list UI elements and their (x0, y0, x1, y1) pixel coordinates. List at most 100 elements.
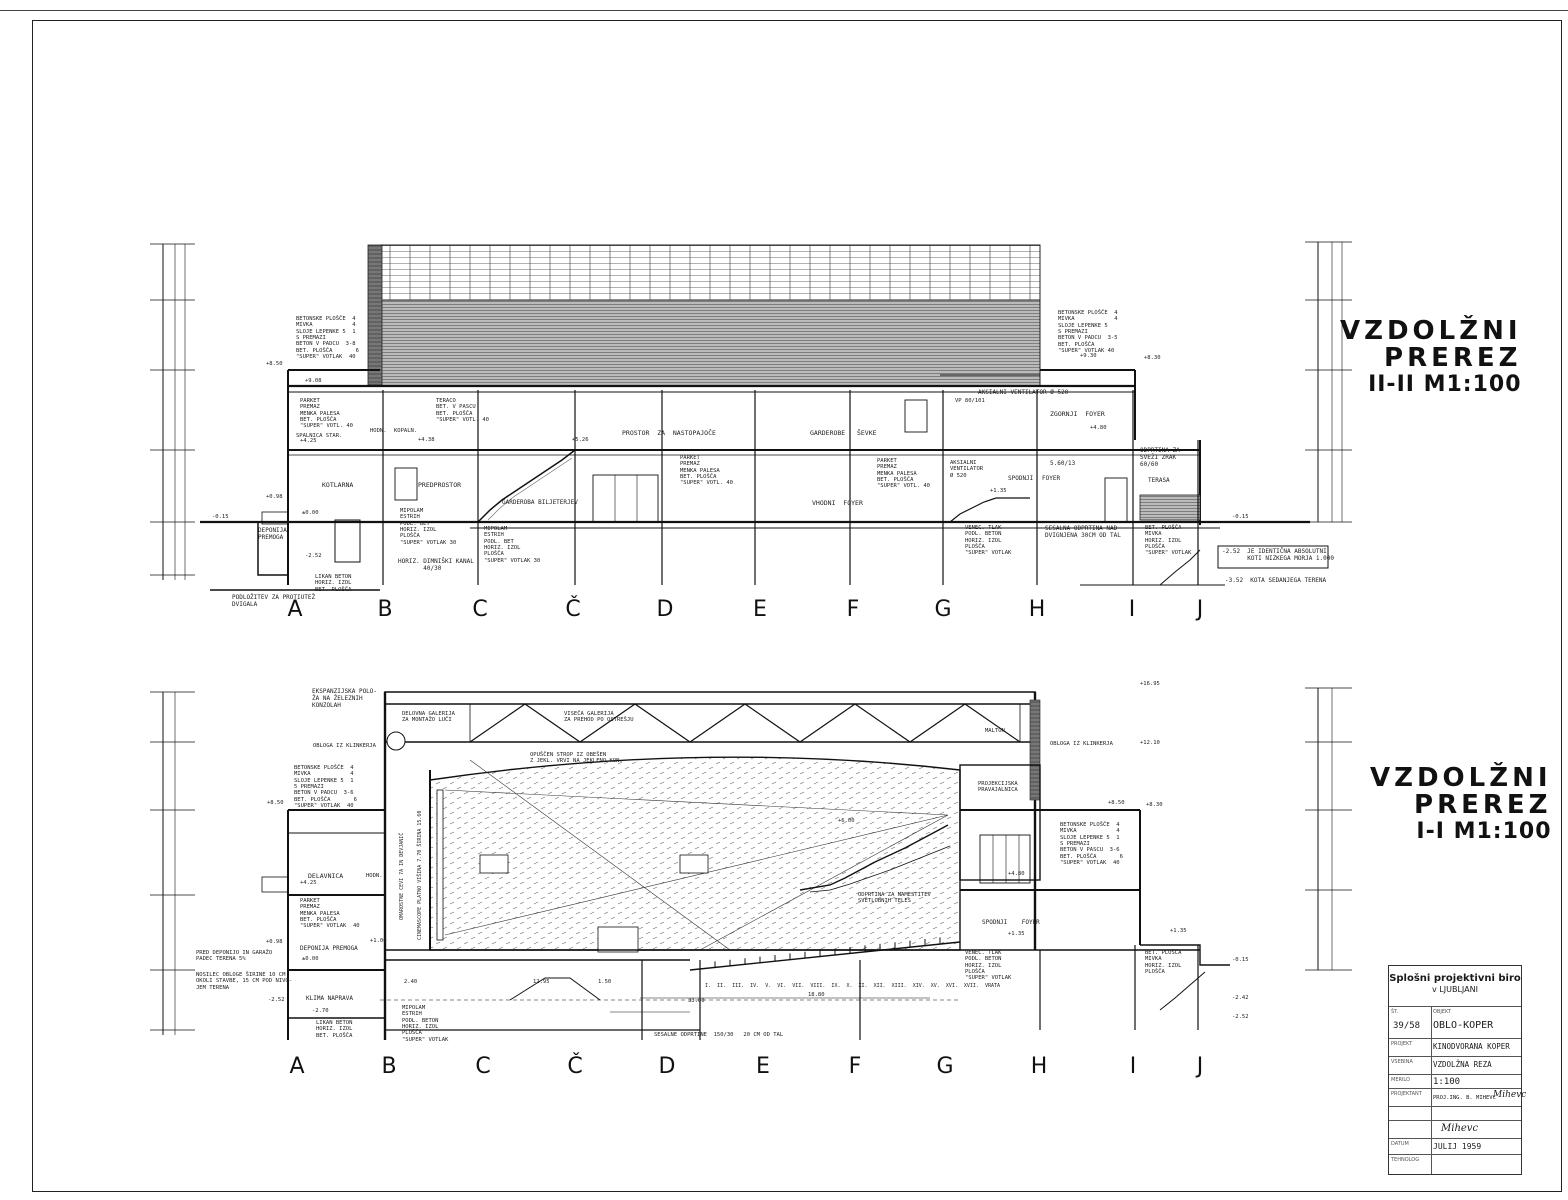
label-sesalna: SESALNA ODPRTINA NAD DVIGNJENA 30CM OD T… (1045, 525, 1121, 539)
stamp-content: VZDOLŽNA REZA (1433, 1060, 1492, 1069)
section-i-i (150, 687, 1352, 1040)
top-grid-axis-10: I (1128, 597, 1136, 622)
bottom-grid-axis-6: E (756, 1054, 770, 1079)
label-odprtina: ODPRTINA ZA SVEŽI ZRAK 60/60 (1140, 447, 1180, 468)
dim-2-40: 2.40 (404, 979, 418, 985)
level-b-098: +0.98 (266, 939, 283, 945)
level-top-m252: -2.52 (305, 553, 322, 559)
stamp-row-sign: Mihevc (1389, 1120, 1521, 1139)
label-parket-right: PARKET PREMAZ MENKA PALESA BET. PLOŠČA "… (877, 458, 930, 490)
bottom-grid-axis-1: A (289, 1054, 305, 1079)
bottom-grid-axis-5: D (658, 1054, 676, 1079)
label-delovna: DELOVNA GALERIJA ZA MONTAŽO LUČI (402, 711, 455, 724)
stamp-city: v LJUBLJANI (1432, 985, 1478, 994)
label-roof-layers-bottom: BETONSKE PLOŠČE 4 MIVKA 4 SLOJE LEPENKE … (294, 765, 357, 809)
level-b-m252: -2.52 (268, 997, 285, 1003)
level-b-m015: -0.15 (1232, 957, 1249, 963)
level-b-600: +6.00 (838, 818, 855, 824)
label-mipolam-mid: MIPOLAM ESTRIH PODL. BET HORIZ. IZOL PLO… (484, 526, 541, 564)
level-b-100: +1.00 (370, 938, 387, 944)
stamp-scale-label: MERILO (1391, 1077, 1410, 1083)
label-spodnji: SPODNJI (1008, 475, 1034, 482)
level-top-908: +9.08 (305, 378, 322, 384)
label-parket-top: PARKET PREMAZ MENKA PALESA BET. PLOŠČA "… (300, 398, 353, 430)
label-parket-bottom: PARKET PREMAZ MENKA PALESA BET. PLOŠČA "… (300, 898, 360, 930)
top-title-scale: II-II M1:100 (1368, 371, 1522, 397)
label-prostor: PROSTOR ZA NASTOPAJOČE (622, 429, 716, 437)
level-b-135: +1.35 (1008, 931, 1025, 937)
label-odprtina-svet: ODPRTINA ZA NAMESTITEV SVETLOBNIH TELES (858, 892, 931, 905)
stamp-row-scale: MERILO 1:100 (1389, 1074, 1521, 1089)
label-terasa: TERASA (1148, 477, 1170, 484)
top-grid-axis-2: B (377, 597, 393, 622)
bottom-grid-axis-4: Č (567, 1054, 583, 1079)
label-zvocniki: OMAROSTNE CEVI 7A IN DEVJANIČ (399, 832, 405, 920)
label-predprostor: PREDPROSTOR (418, 481, 462, 489)
label-hodnik-top: HODN. (370, 428, 387, 434)
label-liken-bottom: LIKAN BETON HORIZ. IZOL BET. PLOŠČA (316, 1020, 353, 1039)
level-top-480: +4.80 (1090, 425, 1107, 431)
label-parket-mid: PARKET PREMAZ MENKA PALESA BET. PLOŠČA "… (680, 455, 733, 487)
level-b-830: +8.30 (1146, 802, 1163, 808)
level-top-930: +9.30 (1080, 353, 1097, 359)
label-pred-deponijo: PRED DEPONIJO IN GARAŽO PADEC TERENA 5% (196, 950, 273, 963)
label-seat-rows: I. II. III. IV. V. VI. VII. VIII. IX. X.… (705, 983, 1001, 989)
label-projekcijska: PROJEKCIJSKA PRAVAJALNICA (978, 781, 1018, 794)
dim-12-95: 12.95 (533, 979, 550, 985)
label-malton: MALTON (985, 728, 1005, 734)
top-grid-axis-3: C (472, 597, 488, 622)
bottom-title-scale: I-I M1:100 (1416, 818, 1552, 844)
stamp-project: KINODVORANA KOPER (1433, 1042, 1510, 1051)
label-foyer: FOYER (1042, 475, 1061, 482)
label-venec-bottom: VENEC. TLAK PODL. BETON HORIZ. IZOL PLOŠ… (965, 950, 1012, 982)
bottom-grid-axis-8: G (936, 1054, 954, 1079)
stamp-row-author: PROJEKTANT PROJ.ING. B. MIHEVC Mihevc (1389, 1088, 1526, 1107)
label-nosilec: NOSILEC OBLOGE ŠIRINE 10 CM OKOLI STAVBE… (196, 972, 293, 991)
stamp-office: Splošni projektivni biro (1389, 973, 1521, 984)
level-b-m242: -2.42 (1232, 995, 1249, 1001)
label-opuscen: OPUŠČEN STROP IZ OBEŠEN Z JEKL. VRVI NA … (530, 752, 623, 765)
stamp-date: JULIJ 1959 (1433, 1142, 1482, 1151)
label-roof-layers-bottom-r: BETONSKE PLOŠČE 4 MIVKA 4 SLOJE LEPENKE … (1060, 822, 1123, 866)
stamp-signature-2: Mihevc (1441, 1123, 1479, 1134)
stamp-row-content: VSEBINA VZDOLŽNA REZA (1389, 1056, 1521, 1075)
level-top-425: +4.25 (300, 438, 317, 444)
top-grid-axis-6: E (753, 597, 767, 622)
section-ii-ii (150, 241, 1352, 591)
level-b-000: ±0.00 (302, 956, 319, 962)
bottom-grid-axis-2: B (381, 1054, 397, 1079)
stamp-author: PROJ.ING. B. MIHEVC (1433, 1095, 1496, 1101)
label-roof-layers-right: BETONSKE PLOŠČE 4 MIVKA 4 SLOJE LEPENKE … (1058, 310, 1118, 354)
dim-1-50: 1.50 (598, 979, 612, 985)
top-grid-axis-8: G (934, 597, 952, 622)
stamp-row-blank1 (1389, 1106, 1521, 1121)
bottom-title-line1: VZDOLŽNI (1370, 763, 1552, 793)
stamp-row-date: DATUM JULIJ 1959 (1389, 1138, 1521, 1155)
sheet-trim-line (0, 10, 1568, 11)
label-vhodni-foyer: VHODNI FOYER (812, 499, 863, 507)
stamp-content-label: VSEBINA (1391, 1059, 1413, 1065)
label-mipolam-top: MIPOLAM ESTRIH PODL. BET HORIZ. IZOL PLO… (400, 508, 457, 546)
stamp-number-label: ŠT. (1391, 1009, 1399, 1015)
label-garderobe: GARDEROBE ŠEVKE (810, 429, 877, 437)
label-venec-top: VENEC. TLAK PODL. BETON HORIZ. IZOL PLOŠ… (965, 525, 1012, 557)
label-hodnik-bottom: HODN. (366, 873, 383, 879)
bottom-grid-axis-3: C (475, 1054, 491, 1079)
top-grid-axis-9: H (1028, 597, 1046, 622)
level-top-m015: -0.15 (212, 514, 229, 520)
level-top-135: +1.35 (990, 488, 1007, 494)
top-title-line2: PREREZ (1384, 343, 1522, 374)
label-roof-layers-left: BETONSKE PLOŠČE 4 MIVKA 4 SLOJE LEPENKE … (296, 316, 359, 360)
level-b-480: +4.80 (1008, 871, 1025, 877)
top-title-line1: VZDOLŽNI (1340, 316, 1522, 346)
bottom-title-line2: PREREZ (1414, 790, 1552, 821)
top-grid-axis-5: D (656, 597, 674, 622)
label-vp: VP 80/101 (955, 398, 985, 404)
stamp-number: 39/58 (1393, 1021, 1421, 1031)
level-b-850: +8.50 (267, 800, 284, 806)
label-sesalne: SESALNE ODPRTINE 150/30 20 CM OD TAL (654, 1032, 784, 1038)
label-liken-top: LIKAN BETON HORIZ. IZOL BET. PLOŠČA (315, 574, 352, 593)
stamp-row-checker: TEHNOLOG (1389, 1154, 1521, 1175)
label-mipolam-bottom: MIPOLAM ESTRIH PODL. BETON HORIZ. IZOL P… (402, 1005, 449, 1043)
